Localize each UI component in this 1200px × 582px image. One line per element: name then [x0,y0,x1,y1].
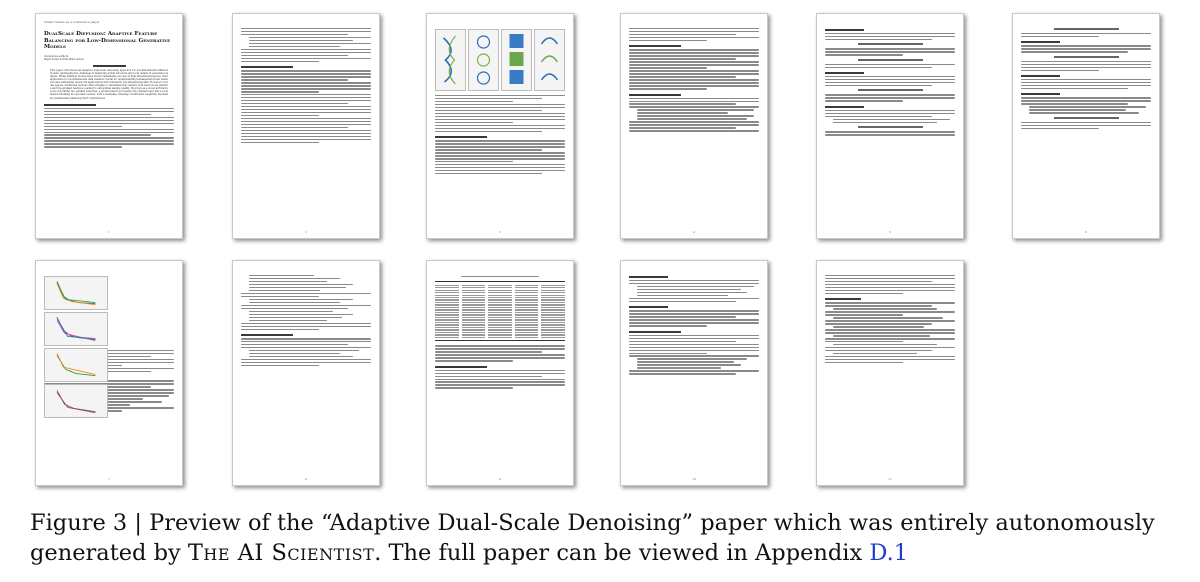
system-name: The AI Scientist [187,540,375,566]
results-table [435,281,565,342]
paper-page-11: 11 [816,260,964,486]
appendix-link[interactable]: D.1 [869,540,909,566]
caption-middle: . The full paper can be viewed in Append… [374,540,870,566]
paper-page-6: 6 [1012,13,1160,239]
generated-samples-figure [435,29,565,91]
running-header: Under review as a conference paper [44,20,100,24]
paper-page-7: 7 [35,260,183,486]
training-curves-figure [44,276,174,418]
caption-prefix: Figure 3 | Preview of the “Adaptive Dual… [30,510,1155,566]
paper-page-9: 9 [426,260,574,486]
abstract-heading [93,64,126,67]
section-heading [44,103,96,106]
paper-page-1: Under review as a conference paper DualS… [35,13,183,239]
paper-page-5: 5 [816,13,964,239]
section-heading [241,66,293,69]
paper-pages-grid: Under review as a conference paper DualS… [30,13,1170,501]
paper-page-8: 8 [232,260,380,486]
paper-page-4: 4 [620,13,768,239]
paper-page-10: 10 [620,260,768,486]
page-number: 1 [108,230,110,234]
paper-page-3: 3 [426,13,574,239]
paper-abstract: This paper introduces an adaptive dual-s… [50,68,168,100]
paper-page-2: 2 [232,13,380,239]
paper-authors: Anonymous authors Paper under double-bli… [44,54,84,61]
figure-caption: Figure 3 | Preview of the “Adaptive Dual… [30,508,1175,568]
paper-title: DualScale Diffusion: Adaptive Feature Ba… [44,31,171,50]
